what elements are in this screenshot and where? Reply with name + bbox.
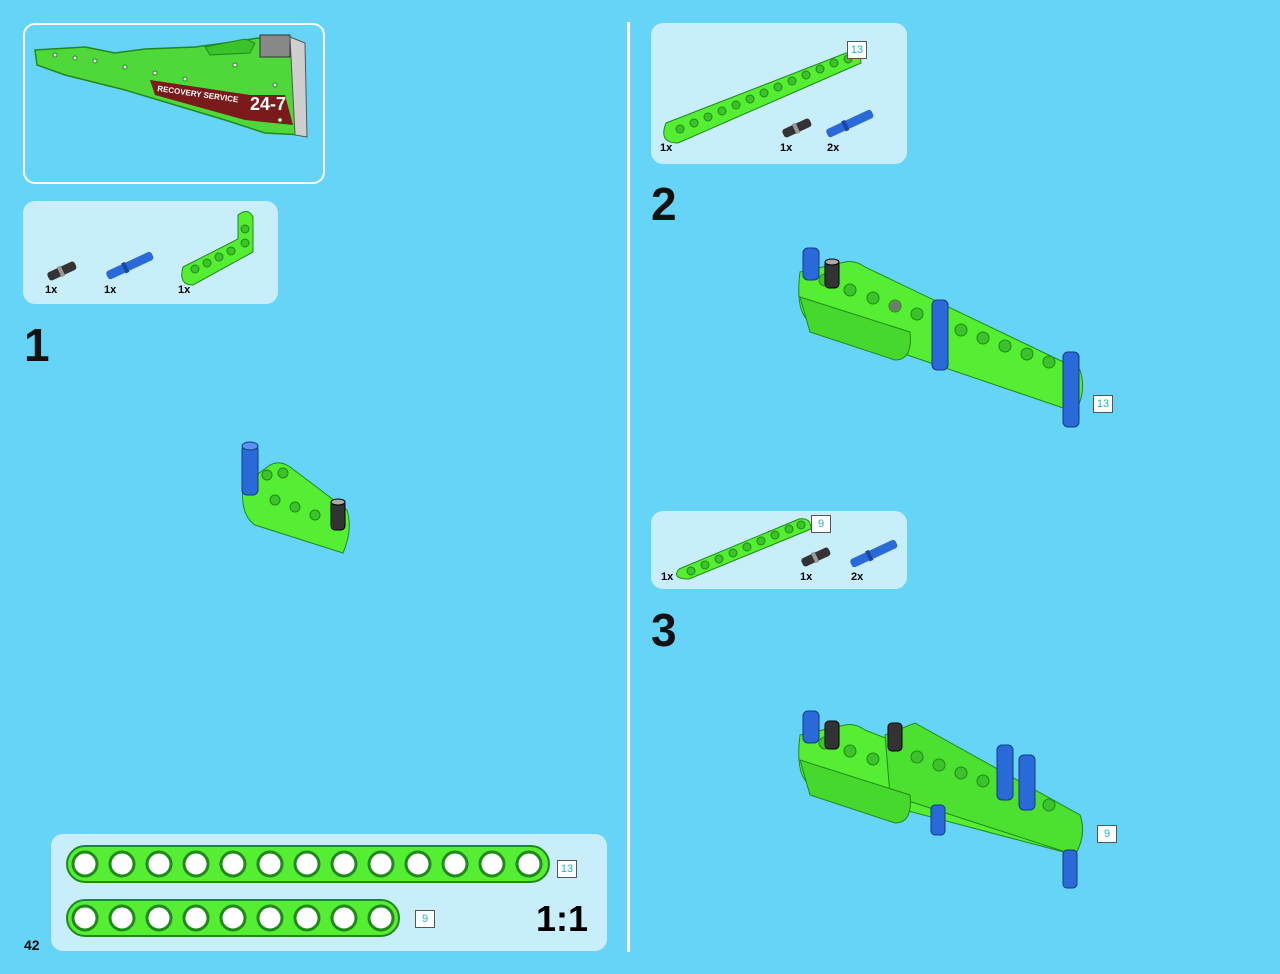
step1-part-black-pin-icon (47, 261, 77, 281)
step2-part-length-label: 13 (847, 41, 867, 59)
step2-part-blue-pin-icon (826, 109, 874, 138)
scale-beam-13-label: 13 (557, 860, 577, 878)
scale-reference-panel: 13 9 (51, 834, 607, 951)
model-preview-image: RECOVERY SERVICE 24-7 (34, 34, 308, 138)
page-number: 42 (24, 937, 40, 953)
step3-part2-qty: 1x (800, 571, 813, 583)
step2-callout-length: 13 (1093, 395, 1113, 413)
step2-assembly-illustration (798, 247, 1084, 428)
step1-part-green-angled-beam-icon (181, 211, 254, 286)
step3-callout-length: 9 (1097, 825, 1117, 843)
step3-assembly-illustration (798, 710, 1084, 889)
step1-part2-qty: 1x (104, 284, 117, 296)
step1-parts-panel: 1x 1x 1x (23, 201, 278, 304)
step3-part1-qty: 1x (661, 571, 674, 583)
svg-text:24-7: 24-7 (250, 94, 286, 114)
step3-parts-panel: 9 1x 1x 2x (651, 511, 907, 589)
step3-part3-qty: 2x (851, 571, 864, 583)
step3-part-blue-pin-icon (850, 539, 898, 568)
step3-number: 3 (651, 604, 677, 656)
scale-beam-9 (66, 899, 400, 937)
step2-parts-panel: 13 1x 1x 2x (651, 23, 907, 164)
step2-part1-qty: 1x (660, 142, 673, 154)
step2-part-black-pin-icon (782, 118, 812, 138)
step2-number: 2 (651, 178, 677, 230)
model-preview-box: RECOVERY SERVICE 24-7 (23, 23, 325, 184)
step3-part-black-pin-icon (801, 547, 831, 567)
step1-number: 1 (24, 319, 50, 371)
step1-part-blue-pin-icon (106, 251, 154, 280)
scale-ratio: 1:1 (536, 898, 589, 939)
step2-part3-qty: 2x (827, 142, 840, 154)
column-divider (627, 22, 630, 952)
step1-part3-qty: 1x (178, 284, 191, 296)
step3-part-length-label: 9 (811, 515, 831, 533)
scale-beam-9-label: 9 (415, 910, 435, 928)
step1-assembly-illustration (241, 441, 350, 554)
step1-part1-qty: 1x (45, 284, 58, 296)
step2-part2-qty: 1x (780, 142, 793, 154)
scale-beam-13 (66, 845, 550, 883)
